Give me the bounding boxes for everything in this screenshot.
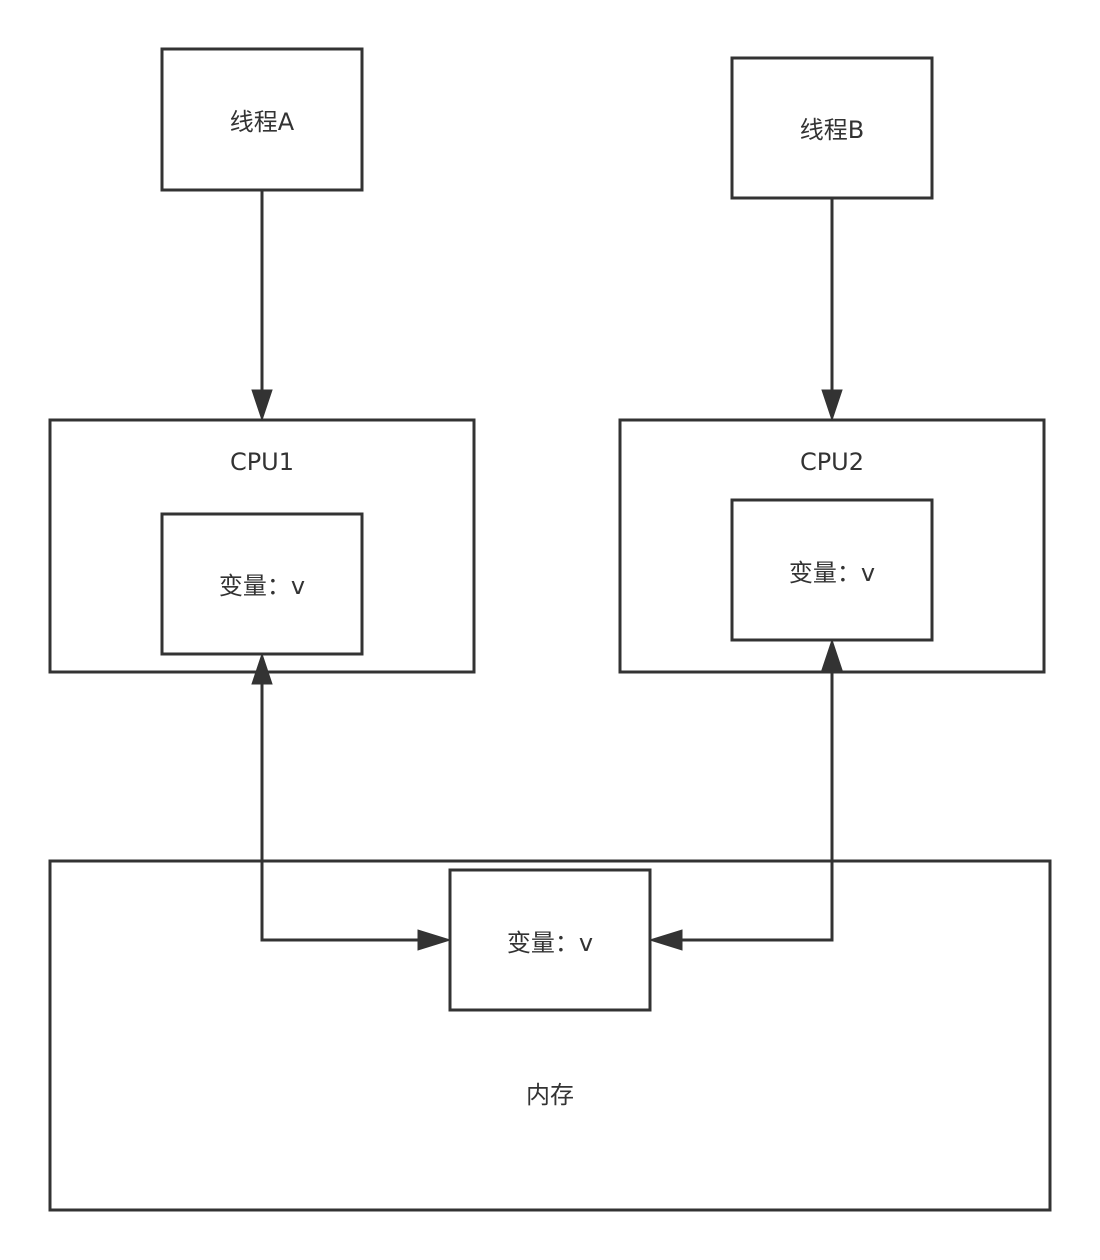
- cpu2-variable-label: 变量：v: [789, 559, 875, 587]
- thread-a-box: [160, 47, 364, 192]
- memory-variable-label: 变量：v: [507, 929, 593, 957]
- cpu1-variable-node: 变量：v: [160, 512, 364, 656]
- arrowhead-cpu2-top: [821, 389, 843, 422]
- arrowhead-cpu1-var: [251, 652, 273, 685]
- arrowhead-cpu2-var: [821, 638, 843, 671]
- edges: [251, 190, 843, 951]
- cpu1-label: CPU1: [230, 448, 294, 476]
- arrowhead-memory-var-right: [648, 929, 683, 951]
- arrowhead-memory-var-left: [417, 929, 452, 951]
- cpu1-variable-box: [160, 512, 364, 656]
- arrowhead-cpu1-top: [251, 389, 273, 422]
- cpu1-variable-label: 变量：v: [219, 572, 305, 600]
- cpu2-label: CPU2: [800, 448, 864, 476]
- memory-variable-box: [448, 868, 652, 1012]
- memory-variable-node: 变量：v: [448, 868, 652, 1012]
- memory-label: 内存: [526, 1081, 574, 1109]
- thread-b-node: 线程B: [730, 56, 934, 200]
- thread-a-label: 线程A: [230, 108, 295, 136]
- thread-b-box: [730, 56, 934, 200]
- cpu2-variable-box: [730, 498, 934, 642]
- thread-a-node: 线程A: [160, 47, 364, 192]
- thread-b-label: 线程B: [800, 116, 864, 144]
- edge-cpu1-var-to-memory-var: [260, 684, 420, 942]
- edge-cpu2-var-to-memory-var: [680, 670, 834, 942]
- cpu2-variable-node: 变量：v: [730, 498, 934, 642]
